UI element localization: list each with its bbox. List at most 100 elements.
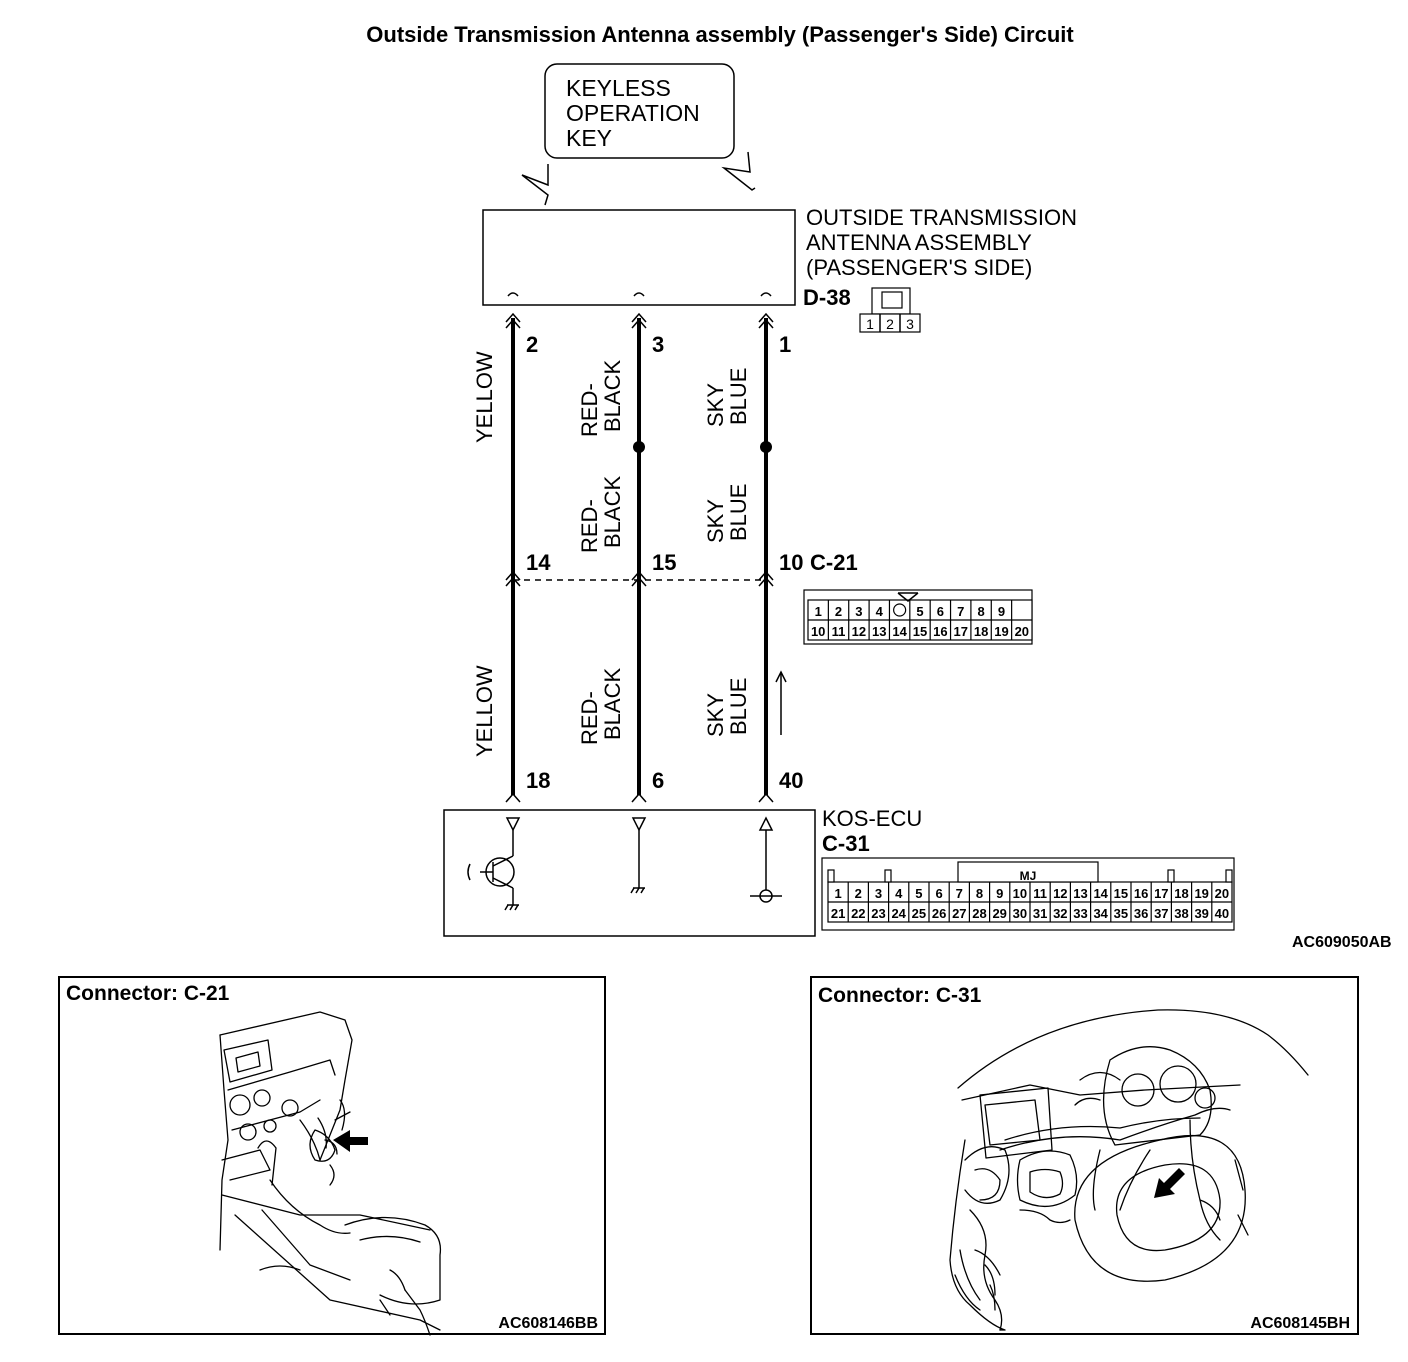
- c21-pin: 14: [892, 624, 907, 639]
- arrow-icon: [333, 1130, 368, 1152]
- c31-pin: 14: [1093, 886, 1108, 901]
- key-box-line-3: KEY: [566, 125, 612, 151]
- page-title: Outside Transmission Antenna assembly (P…: [366, 22, 1074, 47]
- c31-pin: 28: [972, 906, 986, 921]
- dashboard-illustration: [949, 1009, 1309, 1331]
- c21-pin: 12: [852, 624, 866, 639]
- c31-pin: 12: [1053, 886, 1067, 901]
- connector-c21-label: C-21: [810, 550, 858, 575]
- c21-pin: 19: [994, 624, 1008, 639]
- wire-color-label: RED-: [577, 383, 602, 437]
- keyless-key-box: [544, 63, 735, 159]
- wire-color-label: SKY: [703, 693, 728, 737]
- c31-pin: 32: [1053, 906, 1067, 921]
- c31-pin: 4: [895, 886, 903, 901]
- c21-pin: 10: [811, 624, 825, 639]
- ecu-name: KOS-ECU: [822, 806, 922, 831]
- splice-dot: [760, 441, 772, 453]
- transistor-icon: [467, 817, 521, 911]
- wire-color-label: BLUE: [726, 678, 751, 735]
- c31-pin: 20: [1215, 886, 1229, 901]
- c21-pin: 7: [957, 604, 964, 619]
- wire-color-label: SKY: [703, 499, 728, 543]
- c31-pin: 19: [1194, 886, 1208, 901]
- c21-pin: 3: [855, 604, 862, 619]
- wire-color-label: YELLOW: [472, 665, 497, 757]
- wire-color-label: SKY: [703, 383, 728, 427]
- c21-pin: 8: [977, 604, 984, 619]
- c31-pin: 33: [1073, 906, 1087, 921]
- c31-pin: 25: [912, 906, 926, 921]
- c31-pin: 37: [1154, 906, 1168, 921]
- diagram-code: AC609050AB: [1292, 934, 1392, 951]
- c31-pin: 11: [1033, 886, 1047, 901]
- d38-pin-2: 2: [886, 316, 894, 332]
- wire-sky-blue: [758, 292, 787, 803]
- c21-pin: 17: [953, 624, 967, 639]
- key-box-line-1: KEYLESS: [566, 75, 671, 101]
- panel-code: AC608146BB: [498, 1315, 598, 1332]
- pin-number: 14: [526, 550, 551, 575]
- c21-pin: 5: [916, 604, 923, 619]
- key-box-line-2: OPERATION: [566, 100, 700, 126]
- c31-pin: 17: [1154, 886, 1168, 901]
- c31-pin: 39: [1194, 906, 1208, 921]
- c31-pin: 6: [935, 886, 942, 901]
- c31-pin: 15: [1114, 886, 1128, 901]
- c31-pin: 22: [851, 906, 865, 921]
- c21-pin: 2: [835, 604, 842, 619]
- c31-pin: 31: [1033, 906, 1047, 921]
- c31-pin: 10: [1013, 886, 1027, 901]
- c21-pin: 1: [815, 604, 822, 619]
- c21-pin: 16: [933, 624, 947, 639]
- c31-pin: 29: [992, 906, 1006, 921]
- c21-cavity-mark: [893, 603, 907, 617]
- pin-number: 15: [652, 550, 676, 575]
- pin-number: 1: [779, 332, 791, 357]
- c31-pin: 35: [1114, 906, 1128, 921]
- c31-pin: 16: [1134, 886, 1148, 901]
- c31-pin: 27: [952, 906, 966, 921]
- input-terminal-icon: [750, 816, 782, 903]
- panel-title: Connector: C-21: [66, 982, 230, 1005]
- panel-code: AC608145BH: [1250, 1315, 1350, 1332]
- d38-pin-1: 1: [866, 316, 874, 332]
- c21-pin: 11: [832, 624, 846, 639]
- connector-c31-panel: [810, 976, 1359, 1335]
- wire-color-label: BLUE: [726, 484, 751, 541]
- wire-color-label: YELLOW: [472, 351, 497, 443]
- c21-pin: 18: [974, 624, 988, 639]
- c31-pin: 23: [871, 906, 885, 921]
- antenna-line-2: ANTENNA ASSEMBLY: [806, 230, 1032, 255]
- antenna-assembly-box: [482, 209, 796, 306]
- c31-pin: 3: [875, 886, 882, 901]
- connector-c31-label: C-31: [822, 831, 870, 856]
- pin-number: 6: [652, 768, 664, 793]
- antenna-line-1: OUTSIDE TRANSMISSION: [806, 205, 1077, 230]
- wire-color-label: BLUE: [726, 368, 751, 425]
- c31-pin: 21: [831, 906, 845, 921]
- panel-title: Connector: C-31: [818, 984, 982, 1007]
- c31-pin: 18: [1174, 886, 1188, 901]
- pin-number: 10: [779, 550, 803, 575]
- wire-color-label: BLACK: [600, 360, 625, 432]
- wire-yellow: [505, 292, 521, 803]
- console-illustration: [219, 1011, 442, 1336]
- d38-connector-face: 1 2 3: [859, 287, 921, 333]
- wire-color-label: BLACK: [600, 668, 625, 740]
- pin-number: 3: [652, 332, 664, 357]
- kos-ecu-box: [443, 809, 816, 937]
- c31-pin: 1: [834, 886, 841, 901]
- c31-pin: 7: [956, 886, 963, 901]
- c21-pin: 13: [872, 624, 886, 639]
- c21-pin: 6: [937, 604, 944, 619]
- connector-d38-label: D-38: [803, 285, 851, 310]
- c31-pin: 30: [1013, 906, 1027, 921]
- pin-number: 2: [526, 332, 538, 357]
- c31-key-label: MJ: [1020, 869, 1037, 883]
- pin-number: 40: [779, 768, 803, 793]
- c21-pin: 4: [876, 604, 884, 619]
